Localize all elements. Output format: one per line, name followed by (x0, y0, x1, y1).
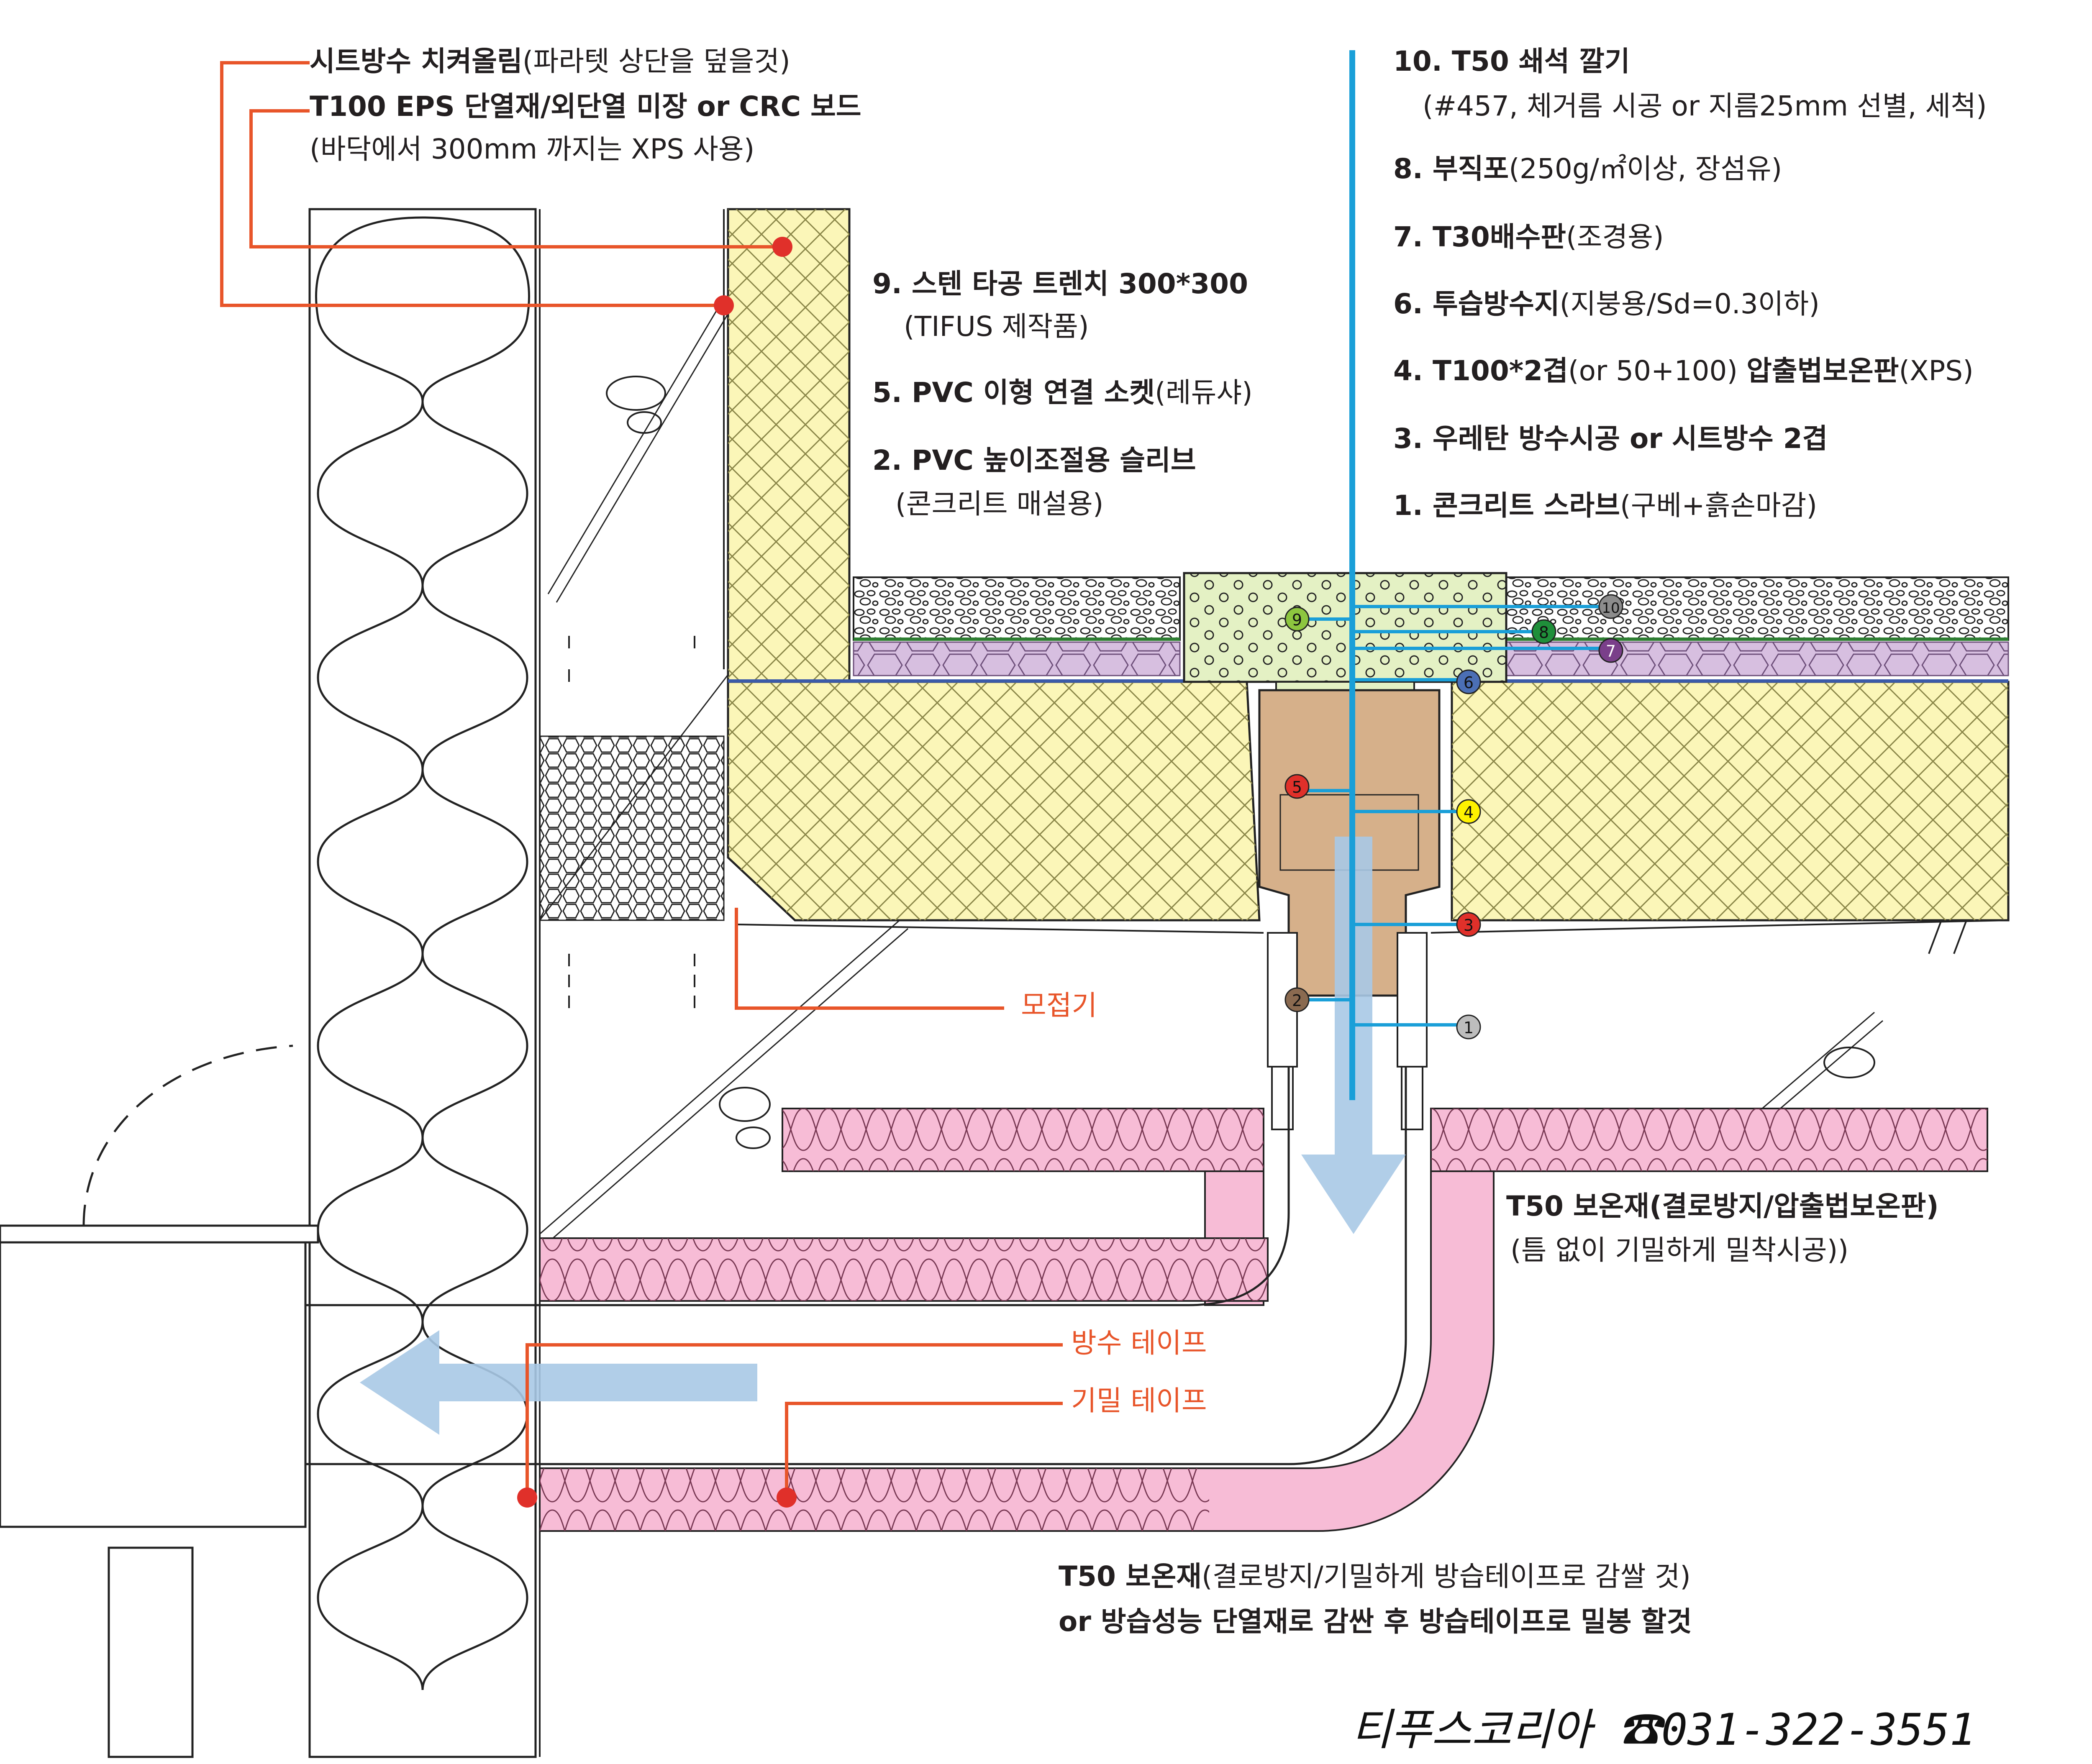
svg-text:8: 8 (1539, 623, 1549, 642)
wall-base-gravel (539, 735, 725, 921)
label-item7: 7. T30배수판(조경용) (1393, 221, 1664, 253)
marker-6: 6 (1456, 669, 1481, 694)
label-t50-upper-note: (틈 없이 기밀하게 밀착시공)) (1510, 1234, 1849, 1266)
label-t50-upper: T50 보온재(결로방지/압출법보온판) (1506, 1190, 1939, 1222)
marker-3: 3 (1456, 912, 1481, 937)
label-item10-note: (#457, 체거름 시공 or 지름25mm 선별, 세척) (1423, 90, 1987, 122)
pipe-insulation (539, 1108, 1988, 1532)
marker-4: 4 (1456, 799, 1481, 824)
label-item9-note: (TIFUS 제작품) (904, 310, 1089, 343)
label-item2-note: (콘크리트 매설용) (895, 488, 1104, 520)
label-eps-note: (바닥에서 300mm 까지는 XPS 사용) (310, 133, 755, 165)
label-item5: 5. PVC 이형 연결 소켓(레듀샤) (872, 376, 1253, 409)
marker-2: 2 (1284, 987, 1310, 1012)
label-item6: 6. 투습방수지(지붕용/Sd=0.3이하) (1393, 288, 1820, 320)
svg-text:3: 3 (1464, 916, 1474, 934)
marker-7: 7 (1598, 638, 1623, 663)
svg-text:7: 7 (1606, 642, 1616, 661)
gravel-layer (853, 576, 2009, 641)
label-sheet-waterproof: 시트방수 치켜올림(파라텟 상단을 덮을것) (310, 45, 790, 77)
svg-text:10: 10 (1602, 600, 1620, 617)
svg-text:6: 6 (1464, 673, 1474, 692)
label-item9: 9. 스텐 타공 트렌치 300*300 (872, 268, 1248, 300)
label-item10: 10. T50 쇄석 깔기 (1393, 45, 1630, 77)
marker-8: 8 (1531, 619, 1556, 644)
concrete-slab (736, 919, 2009, 954)
label-airtight-tape: 기밀 테이프 (1071, 1385, 1207, 1417)
exterior-wall-eps (308, 208, 537, 1758)
label-waterproof-tape: 방수 테이프 (1071, 1327, 1207, 1359)
svg-text:5: 5 (1292, 778, 1302, 796)
label-item1: 1. 콘크리트 스라브(구베+흙손마감) (1393, 489, 1818, 522)
orange-leaders (220, 61, 1063, 1498)
marker-5: 5 (1284, 774, 1310, 799)
svg-text:9: 9 (1292, 611, 1302, 629)
label-item4: 4. T100*2겹(or 50+100) 압출법보온판(XPS) (1393, 355, 1974, 387)
svg-text:1: 1 (1464, 1019, 1474, 1037)
svg-text:4: 4 (1464, 803, 1474, 822)
interior-fixture (0, 1045, 319, 1758)
svg-text:2: 2 (1292, 991, 1302, 1010)
pvc-sleeve (1267, 932, 1428, 1130)
label-item8: 8. 부직포(250g/㎡이상, 장섬유) (1393, 153, 1782, 185)
label-eps-insulation: T100 EPS 단열재/외단열 미장 or CRC 보드 (310, 90, 861, 123)
drain-pipe (276, 1067, 1407, 1465)
marker-1: 1 (1456, 1014, 1481, 1039)
company-contact: 티푸스코리아 ☎031-322-3551 (1351, 1704, 1976, 1755)
label-item2: 2. PVC 높이조절용 슬리브 (872, 444, 1196, 476)
label-t50-lower: T50 보온재(결로방지/기밀하게 방습테이프로 감쌀 것) (1059, 1560, 1691, 1592)
marker-9: 9 (1284, 607, 1310, 632)
label-fitting: 모접기 (1021, 989, 1097, 1022)
marker-10: 10 (1598, 594, 1623, 619)
orange-leader-dots (517, 237, 797, 1508)
label-t50-lower-2: or 방습성능 단열재로 감싼 후 방습테이프로 밀봉 할것 (1059, 1605, 1692, 1638)
label-item3: 3. 우레탄 방수시공 or 시트방수 2겹 (1393, 422, 1828, 455)
roof-xps-insulation (727, 679, 2010, 922)
